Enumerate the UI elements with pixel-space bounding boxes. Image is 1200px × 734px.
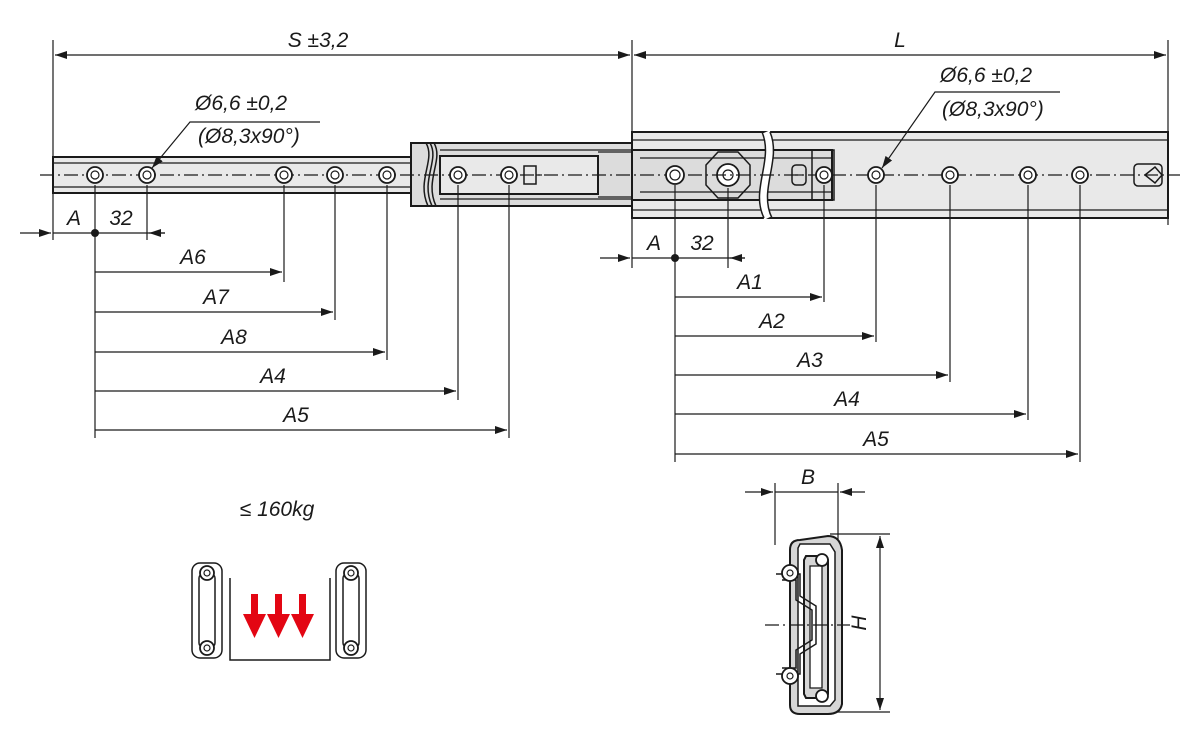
hole [378, 166, 396, 184]
svg-text:A4: A4 [258, 365, 286, 388]
hole [86, 166, 104, 184]
svg-text:A4: A4 [832, 388, 860, 411]
svg-text:A6: A6 [178, 246, 206, 269]
svg-text:32: 32 [109, 207, 133, 230]
hole [449, 166, 467, 184]
cross-section: B H [745, 466, 890, 715]
svg-text:Ø6,6 ±0,2: Ø6,6 ±0,2 [939, 64, 1032, 87]
hole-callout-left: Ø6,6 ±0,2 (Ø8,3x90°) [151, 92, 320, 169]
left-dimensions: A 32 A6 A7 A8 A4 A5 [20, 185, 510, 438]
svg-text:A5: A5 [281, 404, 309, 427]
hole [867, 166, 885, 184]
hole [326, 166, 344, 184]
hole-callout-right: Ø6,6 ±0,2 (Ø8,3x90°) [881, 64, 1060, 169]
svg-text:Ø6,6 ±0,2: Ø6,6 ±0,2 [194, 92, 287, 115]
length-dimension-label: L [894, 29, 906, 52]
svg-text:A5: A5 [861, 428, 889, 451]
load-capacity-icon: ≤ 160kg [191, 498, 367, 661]
hole [1019, 166, 1037, 184]
section-width-label: B [801, 466, 815, 489]
load-capacity-label: ≤ 160kg [240, 498, 315, 521]
svg-text:A1: A1 [735, 271, 763, 294]
svg-text:(Ø8,3x90°): (Ø8,3x90°) [198, 125, 300, 148]
svg-text:A: A [645, 232, 661, 255]
svg-text:A2: A2 [757, 310, 785, 333]
hole [941, 166, 959, 184]
hole [138, 166, 156, 184]
svg-text:(Ø8,3x90°): (Ø8,3x90°) [942, 98, 1044, 121]
load-arrows [243, 594, 314, 638]
hole [275, 166, 293, 184]
svg-text:32: 32 [690, 232, 714, 255]
svg-text:A7: A7 [201, 286, 230, 309]
svg-text:A: A [65, 207, 81, 230]
right-dimensions: A 32 A1 A2 A3 A4 A5 [600, 185, 1081, 462]
hole [500, 166, 518, 184]
svg-text:A8: A8 [219, 326, 247, 349]
hole [815, 166, 833, 184]
stroke-dimension-label: S ±3,2 [288, 29, 349, 52]
mounting-holes [86, 165, 1089, 185]
overall-dimensions: S ±3,2 L [52, 29, 1169, 268]
hole [1071, 166, 1089, 184]
section-height-label: H [848, 615, 871, 631]
svg-text:A3: A3 [795, 349, 823, 372]
hole [665, 165, 685, 185]
